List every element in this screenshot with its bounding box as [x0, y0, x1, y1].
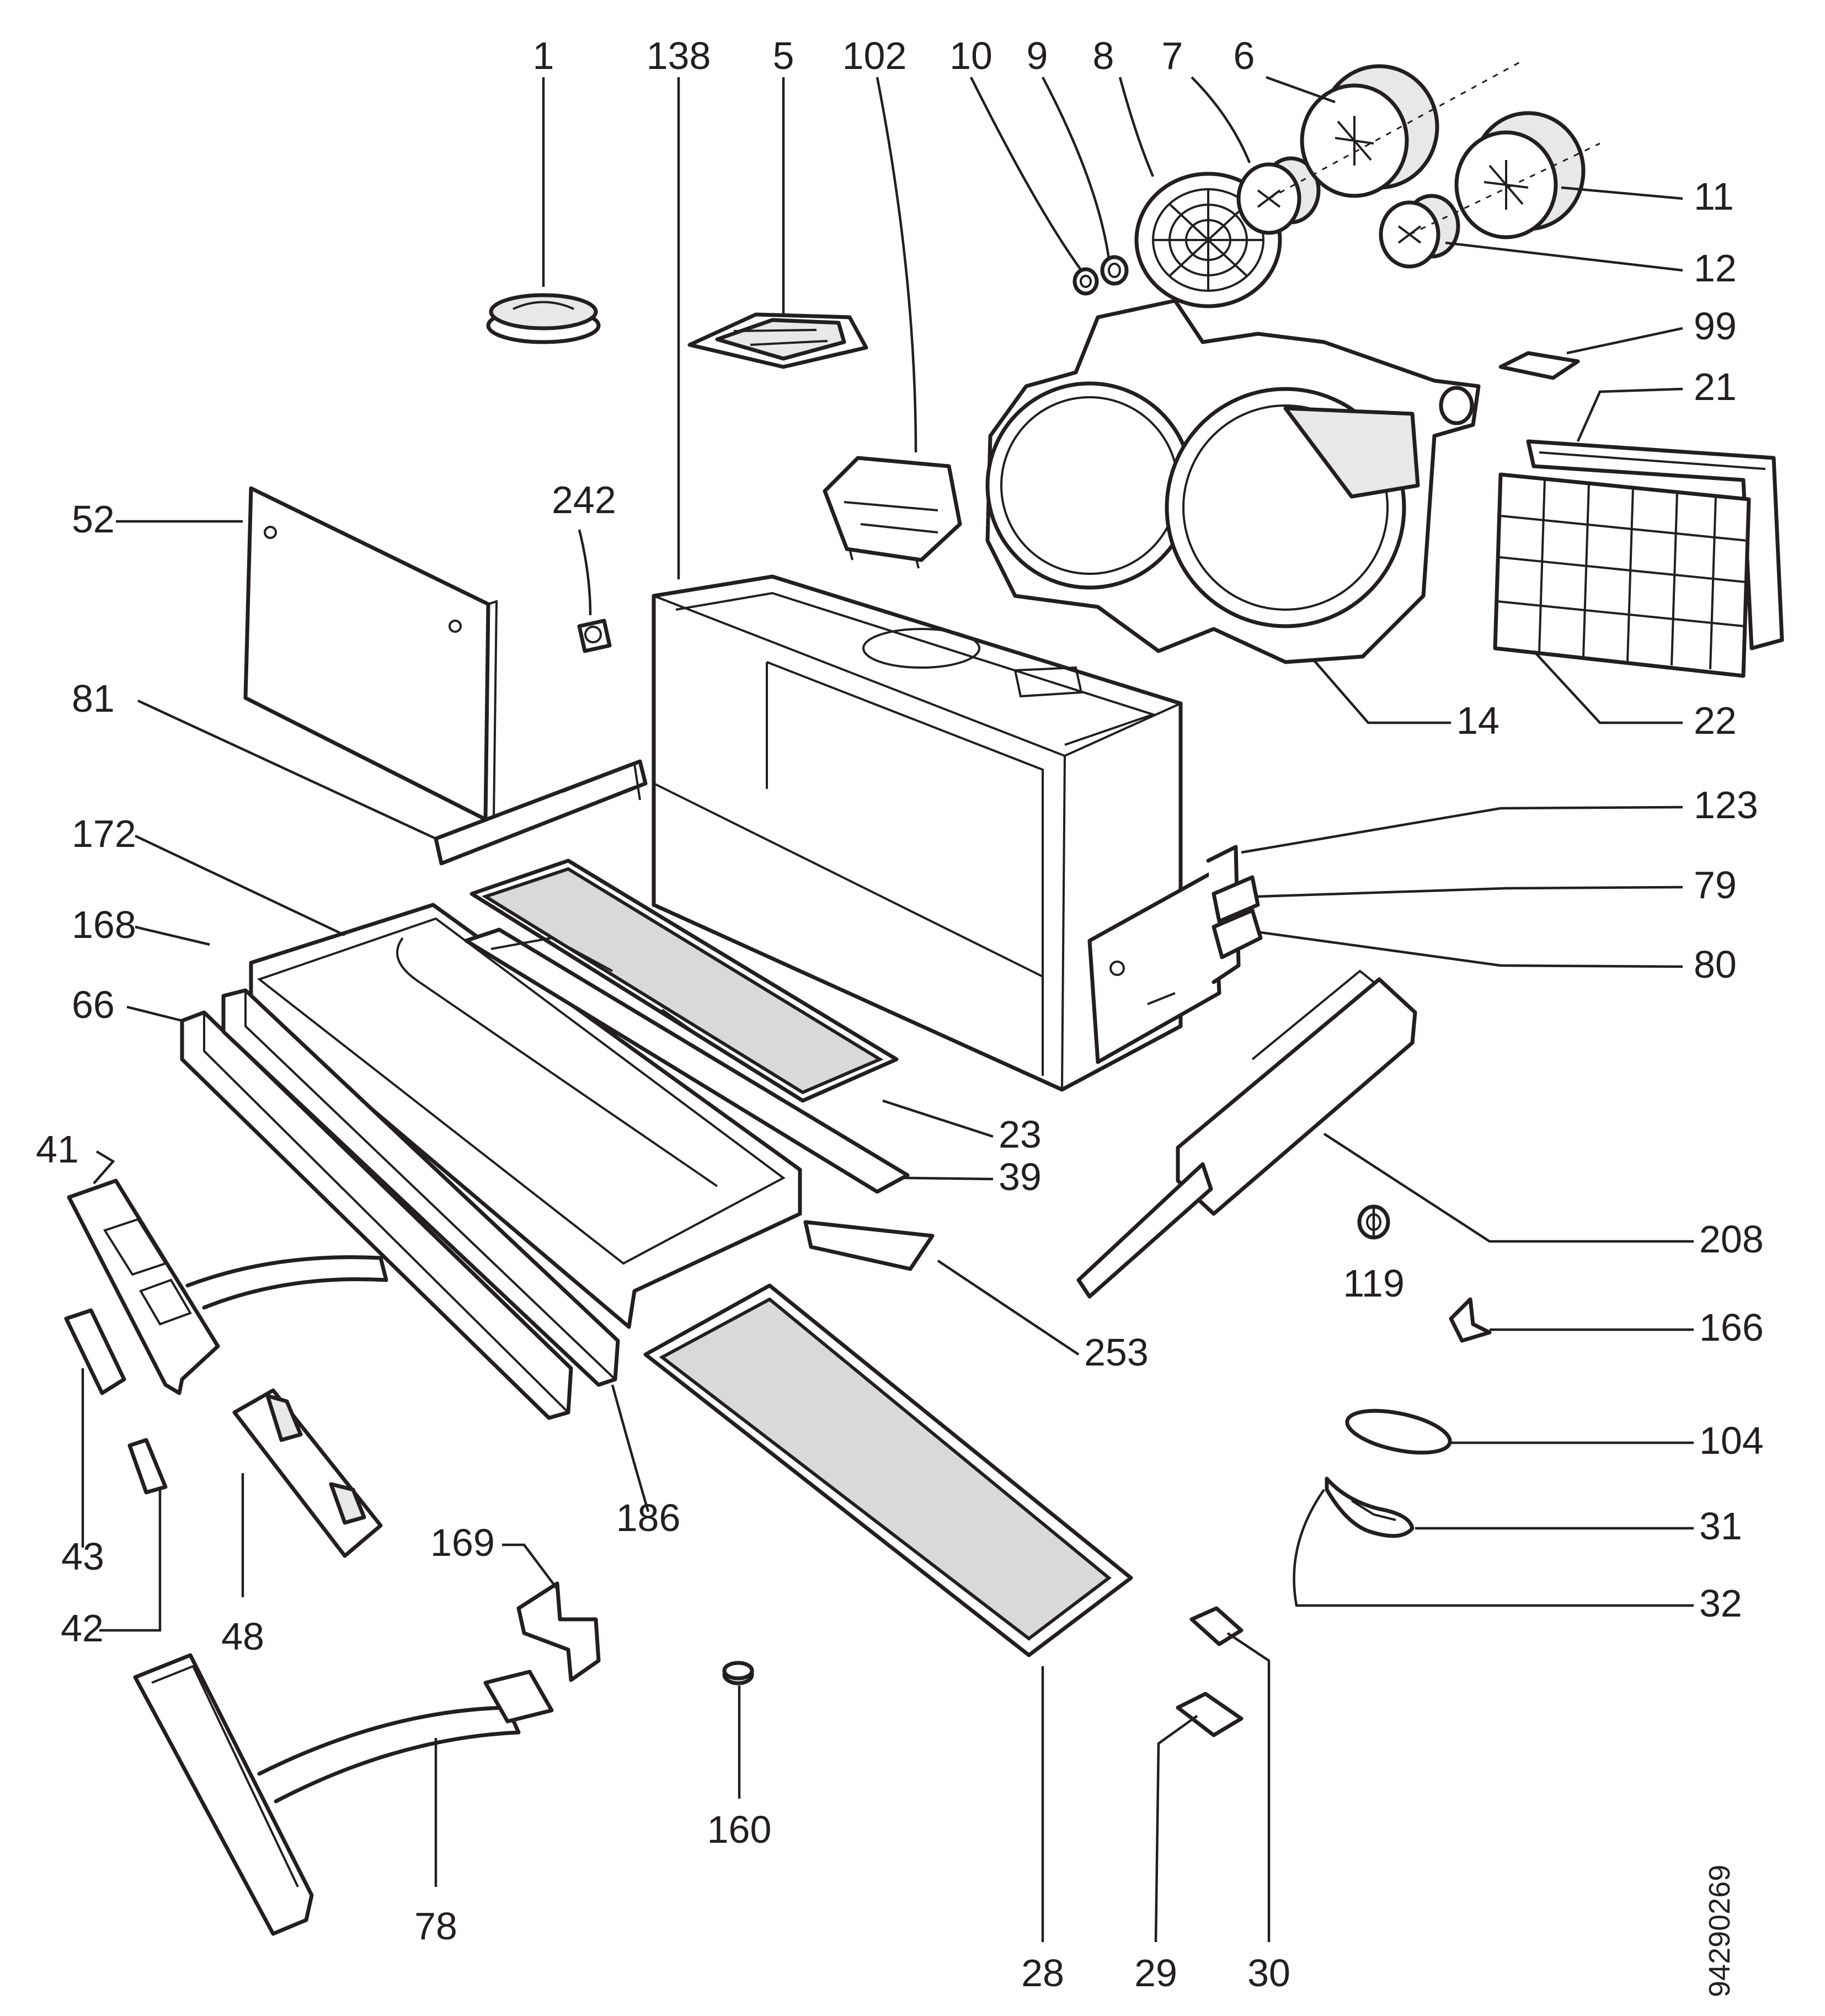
callout-labels: 1 138 5 102 10 9 8 7 6 11 12 99 21 52 24… — [36, 34, 1764, 1997]
part-10-washer — [1072, 267, 1099, 296]
part-7-motor — [1236, 156, 1321, 235]
part-43-piece — [64, 1308, 126, 1395]
part-41-handle-bracket — [67, 1178, 388, 1395]
callout-80: 80 — [1694, 943, 1737, 986]
part-79-switch — [1212, 875, 1260, 924]
callout-11: 11 — [1694, 175, 1734, 218]
part-11-fan-wheel — [1454, 111, 1586, 239]
callout-52: 52 — [72, 498, 115, 541]
callout-6: 6 — [1234, 34, 1255, 77]
callout-186: 186 — [616, 1496, 681, 1539]
part-9-washer — [1100, 255, 1129, 286]
part-5-tray — [687, 312, 868, 369]
callout-1: 1 — [533, 34, 554, 77]
callout-14: 14 — [1456, 699, 1500, 742]
part-28-grease-filter — [643, 1283, 1133, 1657]
part-39-frame — [464, 927, 910, 1194]
callout-123: 123 — [1694, 783, 1758, 826]
part-78-handle-bracket — [133, 1653, 554, 1936]
part-169-bracket — [516, 1581, 601, 1682]
callout-8: 8 — [1093, 34, 1114, 77]
doc-number: 94290269 — [1703, 1865, 1736, 1997]
callout-23: 23 — [999, 1113, 1042, 1156]
callout-12: 12 — [1694, 247, 1737, 290]
part-22-carbon-filter — [1493, 472, 1751, 678]
part-253-strip — [803, 1220, 935, 1271]
part-23-grease-filter — [469, 858, 899, 1103]
callout-21: 21 — [1694, 365, 1737, 408]
callout-102: 102 — [842, 34, 907, 77]
part-104-lamp-cover — [1345, 1409, 1452, 1455]
callout-66: 66 — [72, 983, 115, 1026]
part-52-panel — [243, 486, 498, 822]
callout-28: 28 — [1021, 1951, 1064, 1994]
part-242-clip — [577, 618, 612, 653]
part-14-fan-housing — [985, 298, 1481, 664]
part-21-filter-frame — [1526, 439, 1784, 650]
part-66-bar — [180, 1010, 573, 1420]
callout-208: 208 — [1699, 1218, 1764, 1261]
callout-10: 10 — [949, 34, 992, 77]
part-208-rail — [1076, 969, 1417, 1299]
callout-43: 43 — [61, 1535, 104, 1578]
callout-32: 32 — [1699, 1582, 1742, 1625]
callout-172: 172 — [72, 812, 136, 855]
callout-7: 7 — [1162, 34, 1183, 77]
part-29-lamp-holder — [1176, 1692, 1244, 1737]
callout-160: 160 — [707, 1808, 772, 1851]
callout-253: 253 — [1084, 1331, 1149, 1374]
callout-79: 79 — [1694, 863, 1737, 906]
part-102-bracket — [823, 456, 962, 569]
part-138-hood-body — [652, 574, 1183, 1092]
callout-41: 41 — [36, 1128, 79, 1171]
part-186-bar — [221, 988, 620, 1387]
callout-22: 22 — [1694, 699, 1737, 742]
callout-78: 78 — [414, 1905, 457, 1948]
callout-29: 29 — [1134, 1951, 1177, 1994]
part-166-clip — [1449, 1297, 1492, 1343]
callout-5: 5 — [773, 34, 794, 77]
callout-42: 42 — [61, 1607, 104, 1650]
part-81-rail — [434, 759, 648, 866]
callout-9: 9 — [1027, 34, 1048, 77]
callout-31: 31 — [1699, 1505, 1742, 1548]
callout-119: 119 — [1343, 1262, 1405, 1305]
leader-lines — [81, 76, 1694, 1943]
callout-81: 81 — [72, 677, 115, 720]
part-1-cap — [486, 293, 601, 344]
callout-104: 104 — [1699, 1419, 1764, 1462]
part-48-switch-bar — [232, 1388, 383, 1558]
part-42-clip — [127, 1438, 168, 1495]
part-160-button — [722, 1661, 754, 1686]
callout-99: 99 — [1694, 305, 1737, 348]
callout-39: 39 — [999, 1155, 1042, 1198]
callout-30: 30 — [1247, 1951, 1290, 1994]
part-12-motor — [1379, 194, 1460, 269]
callout-242: 242 — [552, 478, 616, 521]
part-80-connector — [1212, 908, 1263, 959]
callout-166: 166 — [1699, 1306, 1764, 1349]
callout-168: 168 — [72, 903, 136, 946]
callout-138: 138 — [647, 34, 711, 77]
part-99-plate — [1498, 351, 1580, 380]
callout-169: 169 — [430, 1521, 495, 1564]
part-6-fan-wheel — [1300, 64, 1439, 198]
part-31-bulb — [1325, 1476, 1415, 1538]
callout-48: 48 — [221, 1615, 264, 1658]
